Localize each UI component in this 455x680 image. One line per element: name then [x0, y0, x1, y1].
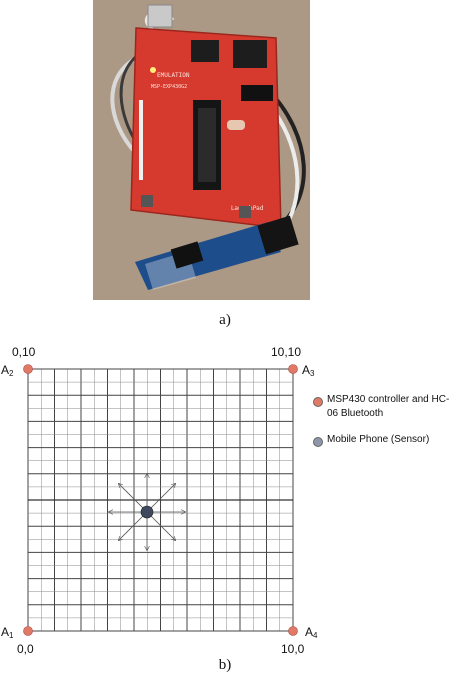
anchor-label-a2: A2	[1, 363, 14, 378]
anchor-a3	[288, 364, 298, 374]
corner-label-bottom-left: 0,0	[17, 642, 34, 656]
direction-arrow	[119, 484, 148, 513]
anchor-label-a3: A3	[302, 363, 315, 378]
anchor-a2	[23, 364, 33, 374]
direction-arrow	[146, 511, 175, 540]
corner-label-top-left: 0,10	[12, 345, 36, 359]
anchor-label-a1: A1	[1, 625, 14, 640]
corner-label-top-right: 10,10	[271, 345, 302, 359]
legend: MSP430 controller and HC-06 Bluetooth Mo…	[313, 393, 455, 459]
figure-b-caption: b)	[218, 657, 232, 673]
legend-label-sensor: Mobile Phone (Sensor)	[327, 434, 430, 445]
anchor-a1	[23, 626, 33, 636]
launchpad-photo: EMULATION MSP-EXP430G2 LaunchPad	[93, 0, 310, 300]
direction-arrow	[146, 484, 175, 513]
legend-item-controller: MSP430 controller and HC-06 Bluetooth	[313, 393, 455, 421]
anchor-label-a4: A4	[305, 625, 318, 640]
grid-lines	[27, 368, 294, 632]
mobile-phone-sensor	[140, 505, 154, 519]
direction-arrows	[109, 474, 185, 550]
direction-arrow	[119, 511, 148, 540]
legend-item-sensor: Mobile Phone (Sensor)	[313, 433, 455, 447]
svg-text:EMULATION: EMULATION	[157, 72, 190, 79]
localization-grid	[23, 364, 298, 636]
figure-a-caption: a)	[219, 312, 231, 328]
legend-dot-blue	[313, 437, 323, 447]
corner-label-bottom-right: 10,0	[281, 642, 305, 656]
svg-text:MSP-EXP430G2: MSP-EXP430G2	[151, 84, 187, 90]
legend-label-controller: MSP430 controller and HC-06 Bluetooth	[327, 394, 450, 419]
legend-dot-red	[313, 397, 323, 407]
anchor-a4	[288, 626, 298, 636]
